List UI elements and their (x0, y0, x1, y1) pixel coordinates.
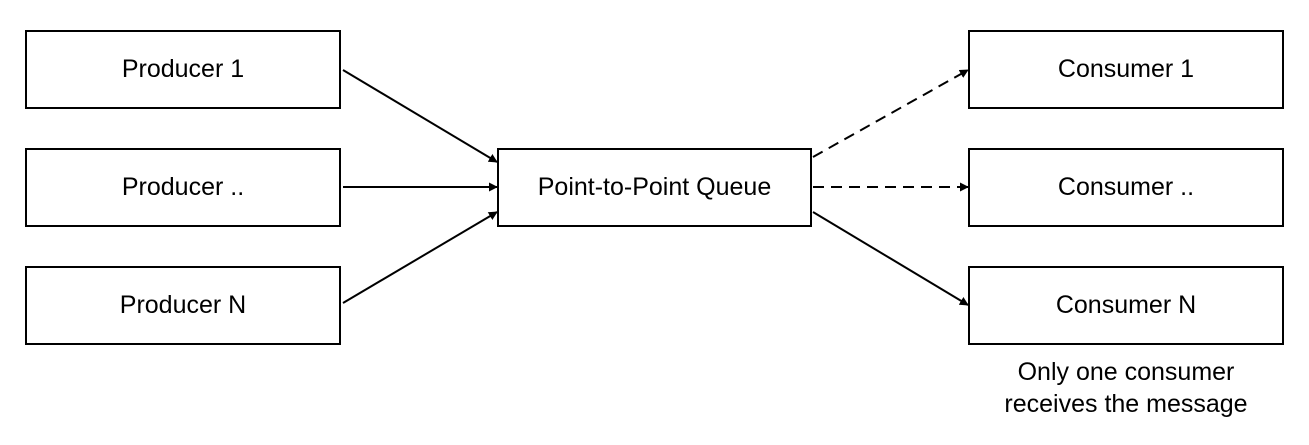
producer-1-label: Producer 1 (121, 55, 245, 83)
producer-mid-label: Producer .. (121, 173, 245, 201)
edge-queue-to-consumer-1 (812, 69, 969, 158)
consumer-1-label: Consumer 1 (1057, 55, 1195, 83)
consumer-n-label: Consumer N (1055, 291, 1197, 319)
producer-n-label: Producer N (119, 291, 247, 319)
consumer-note-line-2: receives the message (1004, 390, 1248, 418)
producer-1-box: Producer 1 (25, 30, 341, 109)
consumer-mid-label: Consumer .. (1057, 173, 1195, 201)
producer-n-box: Producer N (25, 266, 341, 345)
queue-box: Point-to-Point Queue (497, 148, 812, 227)
producer-mid-box: Producer .. (25, 148, 341, 227)
edge-queue-to-consumer-n (812, 211, 969, 306)
consumer-note: Only one consumer receives the message (968, 356, 1284, 420)
edge-producer-n-to-queue (342, 211, 498, 304)
consumer-1-box: Consumer 1 (968, 30, 1284, 109)
consumer-note-line-1: Only one consumer (1017, 358, 1235, 386)
edge-producer-1-to-queue (342, 69, 498, 163)
consumer-mid-box: Consumer .. (968, 148, 1284, 227)
queue-label: Point-to-Point Queue (537, 173, 772, 201)
consumer-n-box: Consumer N (968, 266, 1284, 345)
